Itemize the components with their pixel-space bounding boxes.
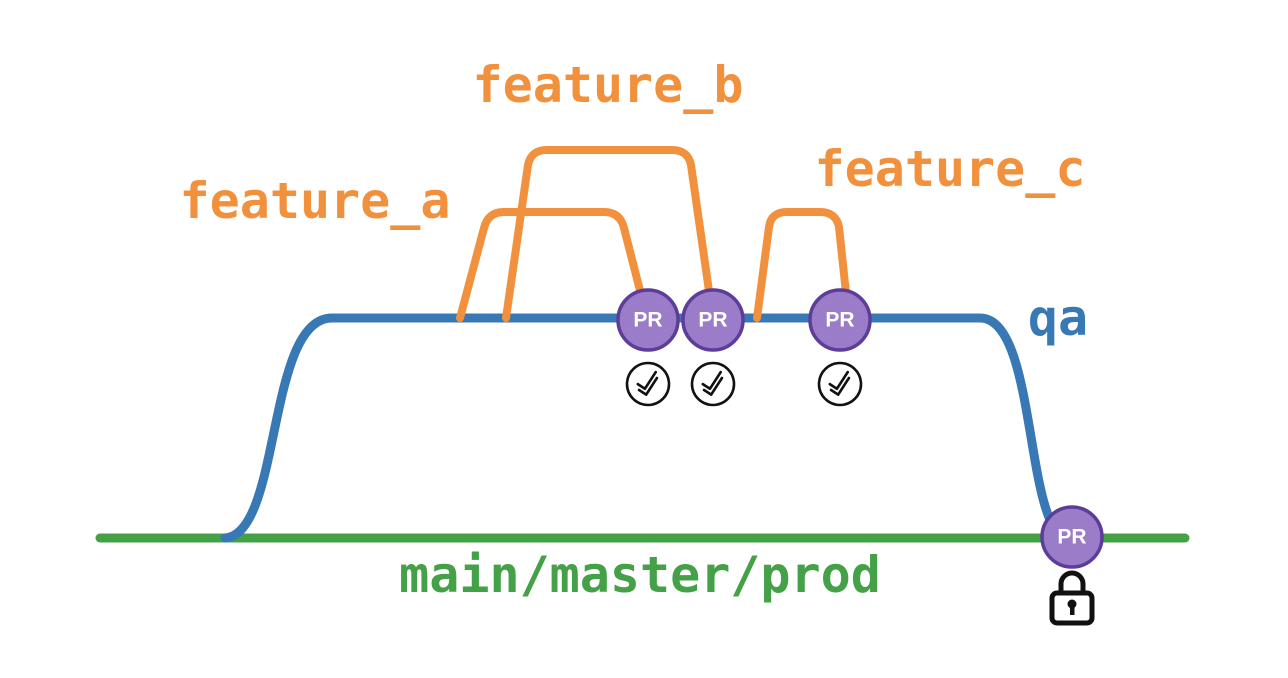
pr-badge-label: PR [698, 309, 727, 332]
pr-badge-circle [681, 288, 745, 352]
feature-a-label: feature_a [180, 172, 451, 230]
pr-badge-feature-a: PR [616, 288, 680, 352]
pr-badge-feature-b: PR [681, 288, 745, 352]
pr-badge-label: PR [1057, 526, 1086, 549]
main-branch-label: main/master/prod [399, 546, 881, 604]
check-circle-icon [625, 361, 671, 407]
pr-badge-feature-c: PR [808, 288, 872, 352]
pr-badge-circle [1040, 505, 1104, 569]
feature-c-label: feature_c [815, 140, 1086, 198]
pr-badge-label: PR [633, 309, 662, 332]
pr-badge-label: PR [825, 309, 854, 332]
pr-badge-qa-to-main: PR [1040, 505, 1104, 569]
feature-c-branch-line [753, 208, 852, 322]
check-circle-icon [817, 361, 863, 407]
qa-branch-line [220, 313, 1073, 543]
pr-badge-circle [616, 288, 680, 352]
feature-b-label: feature_b [473, 56, 744, 114]
check-circle-icon [690, 361, 736, 407]
lock-icon [1049, 570, 1095, 626]
feature-a-branch-line [456, 208, 650, 322]
pr-badge-circle [808, 288, 872, 352]
feature-b-branch-line [502, 146, 716, 322]
qa-label: qa [1028, 289, 1088, 347]
